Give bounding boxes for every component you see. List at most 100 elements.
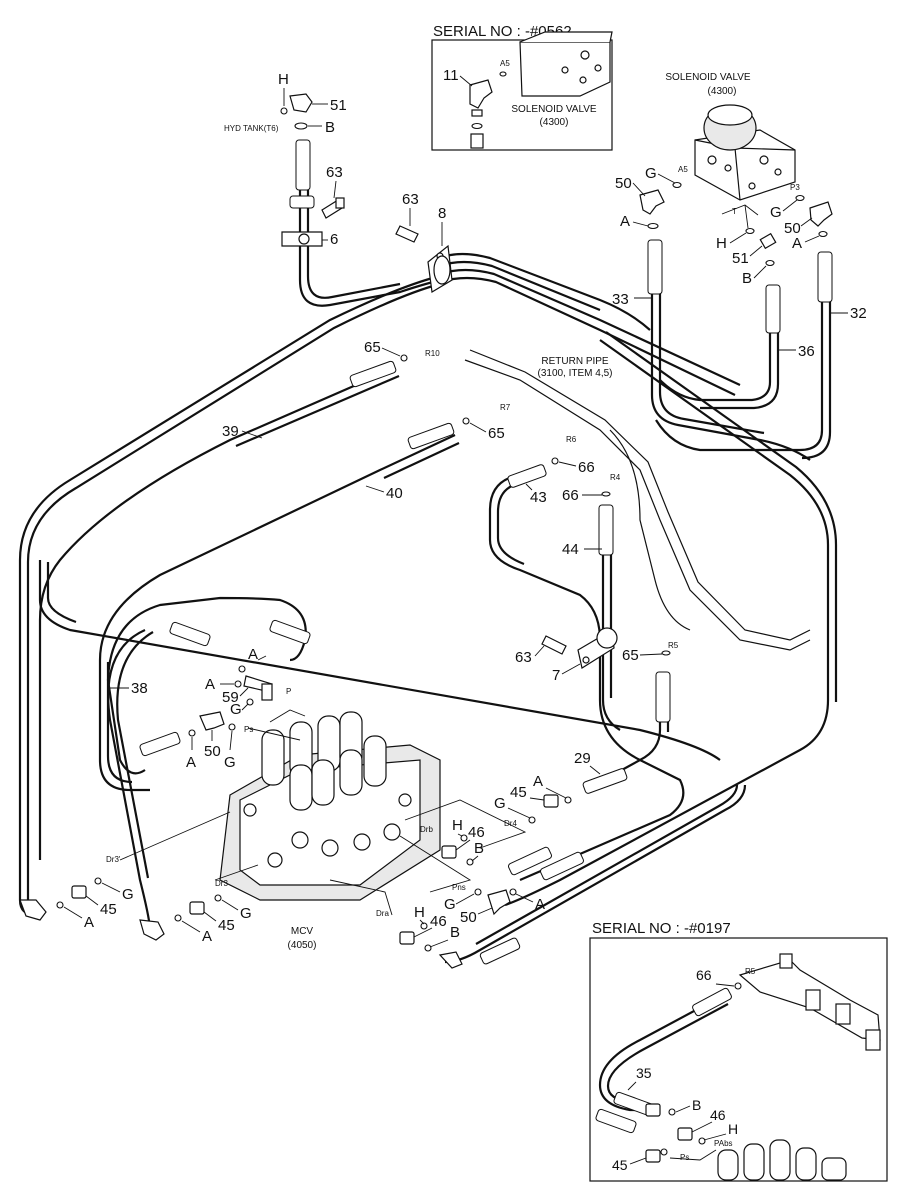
callout-g-29: G — [494, 795, 506, 812]
callout-g-59: G — [230, 701, 242, 718]
callout-a-29: A — [533, 773, 543, 790]
inset-port-r5: R5 — [745, 967, 756, 976]
hose-6-tank — [298, 145, 451, 307]
callout-g-50b: G — [444, 896, 456, 913]
callout-50-b: 50 — [460, 909, 477, 926]
callout-g-mid: G — [240, 905, 252, 922]
callout-45-mid: 45 — [218, 917, 235, 934]
hose-40 — [98, 434, 456, 661]
callout-65-b: 65 — [488, 425, 505, 442]
callout-63-a: 63 — [326, 164, 343, 181]
hose-44 — [601, 520, 621, 731]
inset-valve-code: (4300) — [540, 117, 569, 128]
inset-serial-0562: SERIAL NO : -#0562 A5 11 SOLENOID VALVE … — [431, 23, 613, 151]
callout-b-46: B — [474, 840, 484, 857]
hose-mcv-left — [107, 628, 152, 931]
hose-crimps — [139, 139, 833, 965]
port-t: T — [732, 207, 737, 216]
fitting-51-top — [289, 93, 313, 113]
callout-51-sol: 51 — [732, 250, 749, 267]
port-dr3: Dr3 — [215, 879, 228, 888]
solenoid-valve: SOLENOID VALVE (4300) — [665, 72, 796, 201]
callout-a-50: A — [186, 754, 196, 771]
fitting-45-l — [71, 885, 87, 899]
solenoid-valve-title: SOLENOID VALVE — [665, 72, 751, 83]
hose-center-long — [38, 560, 721, 761]
hose-32 — [655, 268, 824, 452]
callout-63-c: 63 — [515, 649, 532, 666]
callout-a-sol-right: A — [792, 235, 802, 252]
fitting-45-m — [189, 901, 205, 915]
hose-39 — [38, 366, 396, 860]
port-r10: R10 — [425, 349, 440, 358]
inset-label-h: H — [728, 1121, 738, 1137]
callout-66-b: 66 — [562, 487, 579, 504]
hose-43 — [488, 473, 685, 882]
bolt-63-c — [541, 635, 567, 655]
port-dra: Dra — [376, 909, 389, 918]
inset-serial-0197: SERIAL NO : -#0197 R5 66 35 B 46 H 45 PA… — [589, 920, 888, 1182]
inset-valve-title: SOLENOID VALVE — [511, 104, 597, 115]
callout-b-top: B — [325, 119, 335, 136]
port-ps: Ps — [244, 725, 253, 734]
callout-66-a: 66 — [578, 459, 595, 476]
callout-65-c: 65 — [622, 647, 639, 664]
callout-6: 6 — [330, 231, 338, 248]
clamp-8 — [427, 244, 453, 293]
mcv-title: MCV — [291, 926, 314, 937]
callout-29: 29 — [574, 750, 591, 767]
callout-a-59-lower: A — [205, 676, 215, 693]
callout-h-top: H — [278, 71, 289, 88]
callout-33: 33 — [612, 291, 629, 308]
mcv-valve-block — [219, 711, 441, 901]
fitting-50-b — [487, 889, 511, 916]
callout-65-a: 65 — [364, 339, 381, 356]
elbow-left-bottom — [19, 899, 47, 921]
inset-callout-66: 66 — [696, 967, 712, 983]
hose-outer-loop — [18, 274, 441, 917]
inset-port-pabs: PAbs — [714, 1139, 733, 1148]
inset-port-ps: Ps — [680, 1153, 689, 1162]
hyd-tank-label: HYD TANK(T6) — [224, 124, 279, 133]
inset-frame — [431, 39, 613, 151]
inset-bottom-serial: SERIAL NO : -#0197 — [592, 920, 731, 937]
hose-lines — [18, 145, 838, 964]
port-dr4: Dr4 — [504, 819, 517, 828]
hose-33 — [650, 250, 811, 461]
callout-a-mid: A — [202, 928, 212, 945]
port-r5: R5 — [668, 641, 679, 650]
port-p3: P3 — [790, 183, 800, 192]
callout-63-b: 63 — [402, 191, 419, 208]
clamp-6 — [281, 231, 323, 247]
fitting-46-a — [441, 845, 457, 859]
fitting-51-sol — [759, 232, 777, 250]
inset-callout-35: 35 — [636, 1065, 652, 1081]
mcv-code: (4050) — [288, 940, 317, 951]
bolt-63-b — [395, 225, 419, 243]
callout-g-sol-left: G — [645, 165, 657, 182]
fitting-50-right — [809, 201, 833, 227]
callout-46-b: 46 — [430, 913, 447, 930]
inset-solenoid-block — [519, 31, 613, 97]
bolt-63-a — [321, 197, 345, 219]
inset-elbow-fitting — [469, 79, 493, 149]
return-pipe — [464, 359, 811, 651]
callout-a-sol-left: A — [620, 213, 630, 230]
elbow-right-bottom — [438, 951, 463, 969]
return-pipe-code: (3100, ITEM 4,5) — [537, 368, 612, 379]
fitting-46-b — [399, 931, 415, 945]
port-a5: A5 — [678, 165, 688, 174]
port-r4: R4 — [610, 473, 621, 482]
hose-38 — [98, 660, 150, 792]
callout-32: 32 — [850, 305, 867, 322]
port-dr3-prime: Dr3' — [106, 855, 121, 864]
fitting-50-left — [639, 189, 665, 215]
inset-callout-45: 45 — [612, 1157, 628, 1173]
port-pns: Pns — [452, 883, 466, 892]
callout-50-sol-right: 50 — [784, 220, 801, 237]
callout-40: 40 — [386, 485, 403, 502]
hose-right-loop — [504, 339, 830, 907]
callout-h-46b: H — [414, 904, 425, 921]
o-rings — [56, 354, 671, 952]
